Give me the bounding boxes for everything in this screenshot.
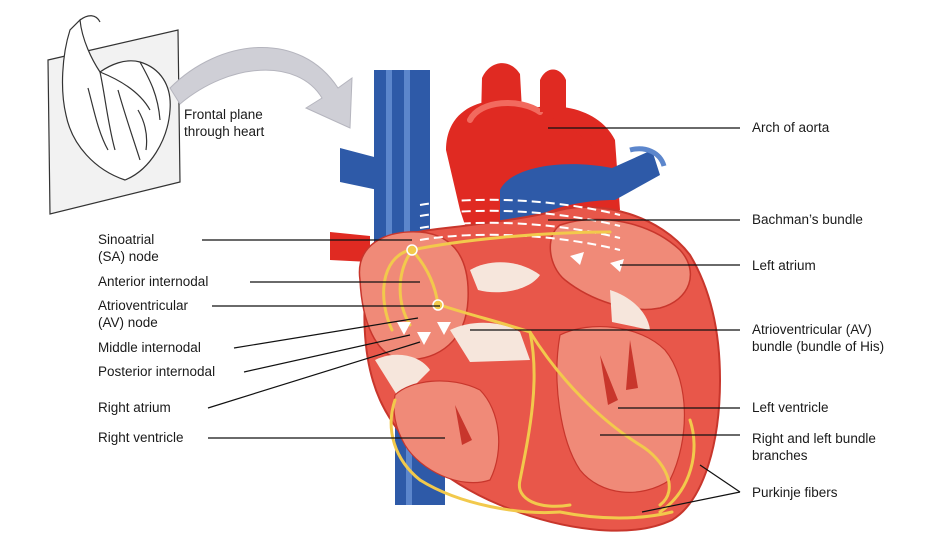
label-bachmans-bundle-line1: Bachman’s bundle [752, 211, 863, 228]
label-right-ventricle-line1: Right ventricle [98, 429, 184, 446]
label-anterior-internodal-line1: Anterior internodal [98, 273, 208, 290]
label-posterior-internodal-line1: Posterior internodal [98, 363, 215, 380]
label-purkinje-fibers-line1: Purkinje fibers [752, 484, 838, 501]
label-anterior-internodal: Anterior internodal [98, 273, 208, 290]
sa-node-marker [407, 245, 417, 255]
label-bundle-branches-line2: branches [752, 447, 876, 464]
label-arch-of-aorta: Arch of aorta [752, 119, 829, 136]
label-left-ventricle-line1: Left ventricle [752, 399, 829, 416]
av-node-marker [433, 300, 443, 310]
left-vessel-stub [340, 148, 378, 190]
label-sinoatrial-node-line2: (SA) node [98, 248, 159, 265]
label-purkinje-fibers: Purkinje fibers [752, 484, 838, 501]
label-av-bundle: Atrioventricular (AV) bundle (bundle of … [752, 321, 884, 355]
label-middle-internodal: Middle internodal [98, 339, 201, 356]
label-sinoatrial-node-line1: Sinoatrial [98, 231, 159, 248]
frontal-plane-inset [48, 16, 180, 214]
label-arch-of-aorta-line1: Arch of aorta [752, 119, 829, 136]
label-av-bundle-line1: Atrioventricular (AV) [752, 321, 884, 338]
inset-caption-line2: through heart [184, 123, 264, 140]
label-right-atrium: Right atrium [98, 399, 171, 416]
inset-caption: Frontal plane through heart [184, 106, 264, 140]
label-right-ventricle: Right ventricle [98, 429, 184, 446]
label-right-atrium-line1: Right atrium [98, 399, 171, 416]
label-left-atrium-line1: Left atrium [752, 257, 816, 274]
label-left-atrium: Left atrium [752, 257, 816, 274]
label-bundle-branches-line1: Right and left bundle [752, 430, 876, 447]
label-sinoatrial-node: Sinoatrial (SA) node [98, 231, 159, 265]
label-atrioventricular-node-line2: (AV) node [98, 314, 188, 331]
label-bundle-branches: Right and left bundle branches [752, 430, 876, 464]
label-atrioventricular-node-line1: Atrioventricular [98, 297, 188, 314]
inset-caption-line1: Frontal plane [184, 106, 264, 123]
label-posterior-internodal: Posterior internodal [98, 363, 215, 380]
label-av-bundle-line2: bundle (bundle of His) [752, 338, 884, 355]
label-bachmans-bundle: Bachman’s bundle [752, 211, 863, 228]
label-atrioventricular-node: Atrioventricular (AV) node [98, 297, 188, 331]
label-left-ventricle: Left ventricle [752, 399, 829, 416]
label-middle-internodal-line1: Middle internodal [98, 339, 201, 356]
